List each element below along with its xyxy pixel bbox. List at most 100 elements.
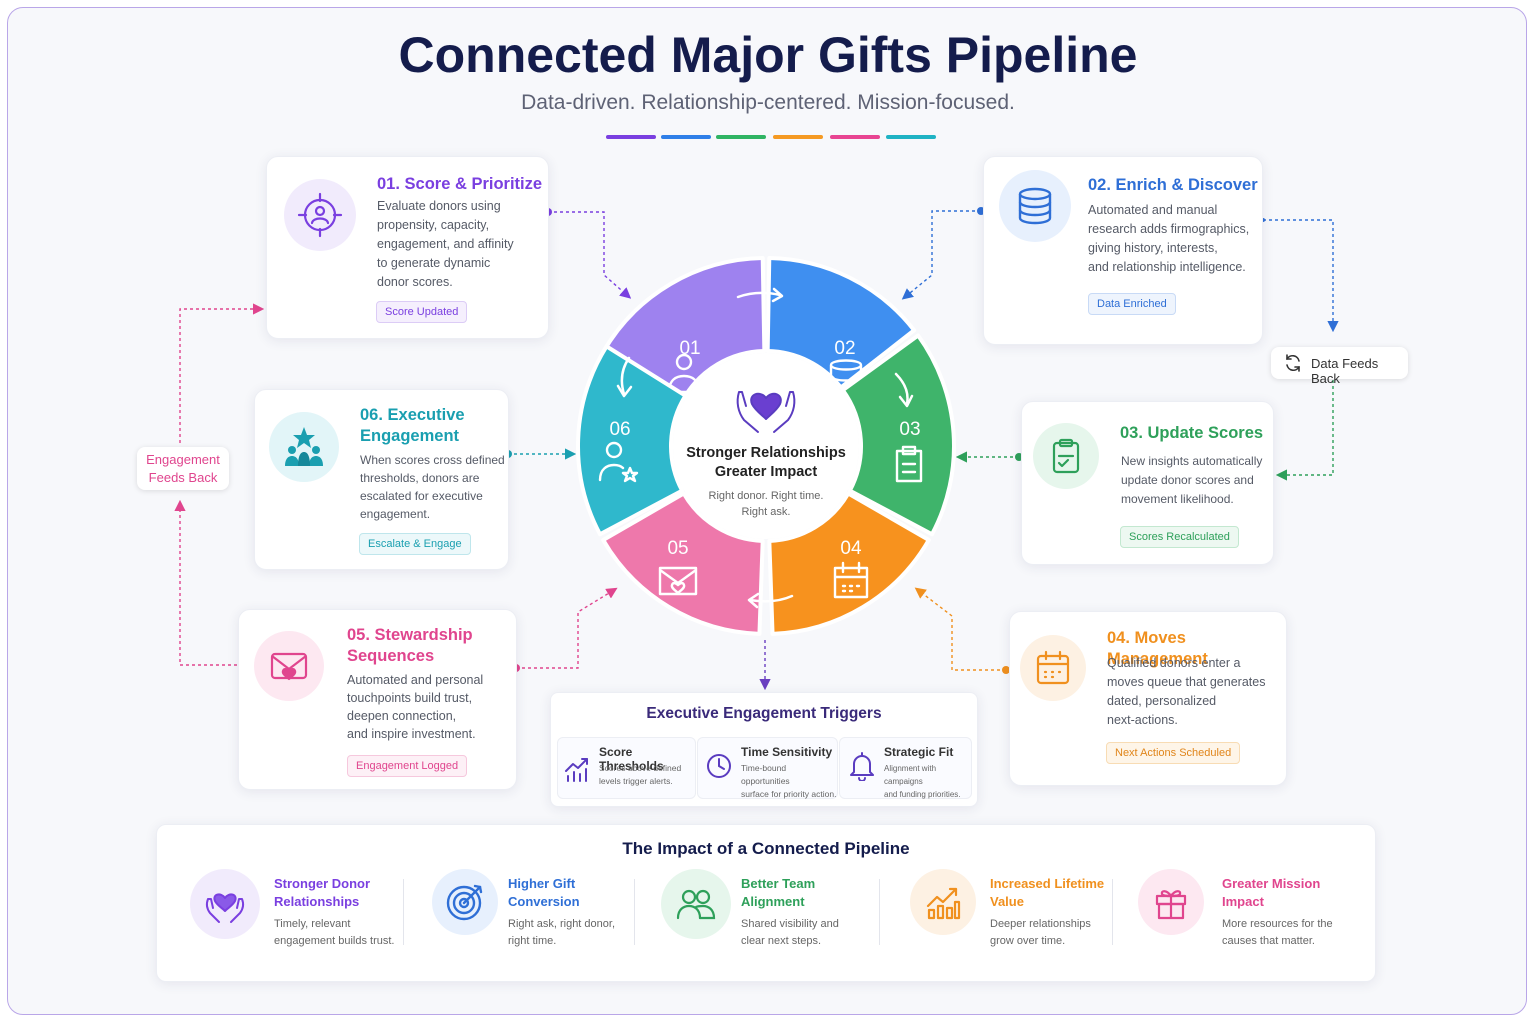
step-05-desc-line: and inspire investment.: [347, 727, 476, 741]
impact-5-title: Greater Mission Impact: [1222, 875, 1320, 911]
trigger-1-title: Score Thresholds: [599, 745, 664, 773]
wheel-segment-02: [765, 256, 917, 390]
trigger-3-desc-line: and funding priorities.: [884, 790, 961, 799]
refresh-icon: [1286, 354, 1300, 372]
impact-4-desc: Deeper relationships grow over time.: [990, 916, 1091, 950]
engagement-feeds-back-pill: Engagement Feeds Back: [137, 447, 229, 490]
step-02-desc-line: and relationship intelligence.: [1088, 260, 1246, 274]
step-05-title: 05. Stewardship Sequences: [347, 625, 473, 667]
impact-1-desc: Timely, relevant engagement builds trust…: [274, 916, 394, 950]
step-01-desc: Evaluate donors using propensity, capaci…: [377, 197, 514, 292]
impact-3-desc-line: Shared visibility and: [741, 918, 839, 930]
step-02-title: 02. Enrich & Discover: [1088, 176, 1258, 194]
wheel-segment-01: [601, 256, 767, 401]
accent-bar-3: [716, 135, 766, 139]
center-tagline-line1: Right donor. Right time.: [708, 490, 824, 502]
people-star-icon: [269, 412, 339, 482]
step-03-desc-line: New insights automatically: [1121, 454, 1263, 468]
target-person-icon: [284, 179, 356, 251]
trigger-1-desc: Scores above defined levels trigger aler…: [599, 762, 681, 788]
impact-2-desc-line: right time.: [508, 935, 557, 947]
center-title-line2: Greater Impact: [714, 464, 818, 480]
step-04-desc-line: moves queue that generates: [1107, 675, 1266, 689]
accent-bar-6: [886, 135, 936, 139]
team-icon: [661, 869, 731, 939]
hands-heart-icon: [190, 869, 260, 939]
growth-chart-icon: [910, 869, 976, 935]
calendar-icon: [833, 561, 869, 599]
accent-bar-2: [661, 135, 711, 139]
wheel-segment-number: 01: [679, 338, 700, 359]
trigger-2-desc-line: Time-bound opportunities: [741, 763, 790, 786]
impact-1-title: Stronger Donor Relationships: [274, 875, 370, 911]
wheel-segment-06: [576, 344, 688, 537]
step-01-desc-line: engagement, and affinity: [377, 237, 514, 251]
step-card-02: 02. Enrich & Discover Automated and manu…: [983, 156, 1263, 345]
wheel-segment-04: [767, 491, 931, 636]
impact-2-title: Higher Gift Conversion: [508, 875, 580, 911]
step-02-badge: Data Enriched: [1088, 293, 1176, 315]
impact-3-title: Better Team Alignment: [741, 875, 815, 911]
impact-item-relationships: Stronger Donor Relationships Timely, rel…: [190, 869, 400, 959]
impact-divider: [634, 879, 635, 945]
wheel-segment-number: 04: [840, 538, 862, 559]
trigger-1-desc-line: Scores above defined: [599, 763, 682, 773]
impact-item-alignment: Better Team Alignment Shared visibility …: [661, 869, 871, 959]
database-icon: [999, 170, 1071, 242]
center-title-line1: Stronger Relationships: [686, 445, 846, 461]
impact-1-desc-line: engagement builds trust.: [274, 935, 395, 947]
executive-triggers-panel: Executive Engagement Triggers Score Thre…: [550, 692, 978, 807]
step-04-badge: Next Actions Scheduled: [1106, 742, 1241, 764]
accent-bar-1: [606, 135, 656, 139]
step-01-desc-line: Evaluate donors using: [377, 199, 501, 213]
step-05-desc-line: deepen connection,: [347, 709, 457, 723]
trigger-3-title: Strategic Fit: [884, 745, 954, 759]
step-card-04: 04. Moves Management Qualified donors en…: [1009, 611, 1287, 786]
hands-heart-icon: [736, 391, 796, 433]
impact-4-title: Increased Lifetime Value: [990, 875, 1104, 911]
trigger-1-desc-line: levels trigger alerts.: [599, 776, 673, 786]
impact-1-title-line: Relationships: [274, 894, 360, 909]
impact-1-title-line: Stronger Donor: [274, 876, 371, 891]
page-subtitle: Data-driven. Relationship-centered. Miss…: [521, 91, 1015, 114]
clipboard-icon: [895, 445, 923, 483]
step-03-desc-line: update donor scores and: [1121, 473, 1254, 487]
step-02-desc-line: research adds firmographics,: [1088, 222, 1250, 236]
impact-5-title-line: Greater Mission: [1222, 876, 1321, 891]
step-card-06: 06. Executive Engagement When scores cro…: [254, 389, 509, 570]
step-06-desc: When scores cross defined thresholds, do…: [360, 451, 505, 523]
gift-icon: [1138, 869, 1204, 935]
trigger-2-title: Time Sensitivity: [741, 745, 833, 759]
engagement-feeds-back-line2: Feeds Back: [148, 470, 218, 485]
impact-4-title-line: Value: [990, 894, 1024, 909]
step-06-badge: Escalate & Engage: [359, 533, 471, 555]
step-card-01: 01. Score & Prioritize Evaluate donors u…: [266, 156, 549, 339]
trigger-time-sensitivity: Time Sensitivity Time-bound opportunitie…: [697, 737, 838, 799]
impact-item-conversion: Higher Gift Conversion Right ask, right …: [432, 869, 632, 959]
impact-4-title-line: Increased Lifetime: [990, 876, 1105, 891]
impact-5-title-line: Impact: [1222, 894, 1264, 909]
step-03-title: 03. Update Scores: [1120, 424, 1264, 442]
impact-2-desc-line: Right ask, right donor,: [508, 918, 616, 930]
wheel-segment-number: 06: [609, 419, 630, 440]
step-05-title-line2: Sequences: [347, 647, 435, 665]
impact-2-desc: Right ask, right donor, right time.: [508, 916, 615, 950]
impact-divider: [1112, 879, 1113, 945]
trigger-2-desc-line: surface for priority action.: [741, 789, 837, 799]
impact-5-desc-line: More resources for the: [1222, 918, 1333, 930]
data-feeds-back-pill: Data Feeds Back: [1271, 347, 1408, 386]
impact-divider: [879, 879, 880, 945]
center-tagline-line2: Right ask.: [741, 506, 791, 518]
impact-panel: The Impact of a Connected Pipeline Stron…: [156, 824, 1376, 982]
step-04-desc-line: dated, personalized: [1107, 694, 1217, 708]
data-feeds-back-label: Data Feeds Back: [1311, 356, 1379, 386]
wheel-center-tagline: Right donor. Right time. Right ask.: [666, 488, 866, 520]
step-05-badge: Engagement Logged: [347, 755, 468, 777]
target-icon: [432, 869, 498, 935]
step-06-desc-line: escalated for executive: [360, 489, 483, 503]
impact-item-lifetime-value: Increased Lifetime Value Deeper relation…: [910, 869, 1130, 959]
step-05-desc: Automated and personal touchpoints build…: [347, 671, 483, 743]
engagement-feeds-back-line1: Engagement: [146, 452, 220, 467]
impact-5-desc-line: causes that matter.: [1222, 935, 1315, 947]
step-04-title: 04. Moves Management: [1107, 629, 1208, 668]
